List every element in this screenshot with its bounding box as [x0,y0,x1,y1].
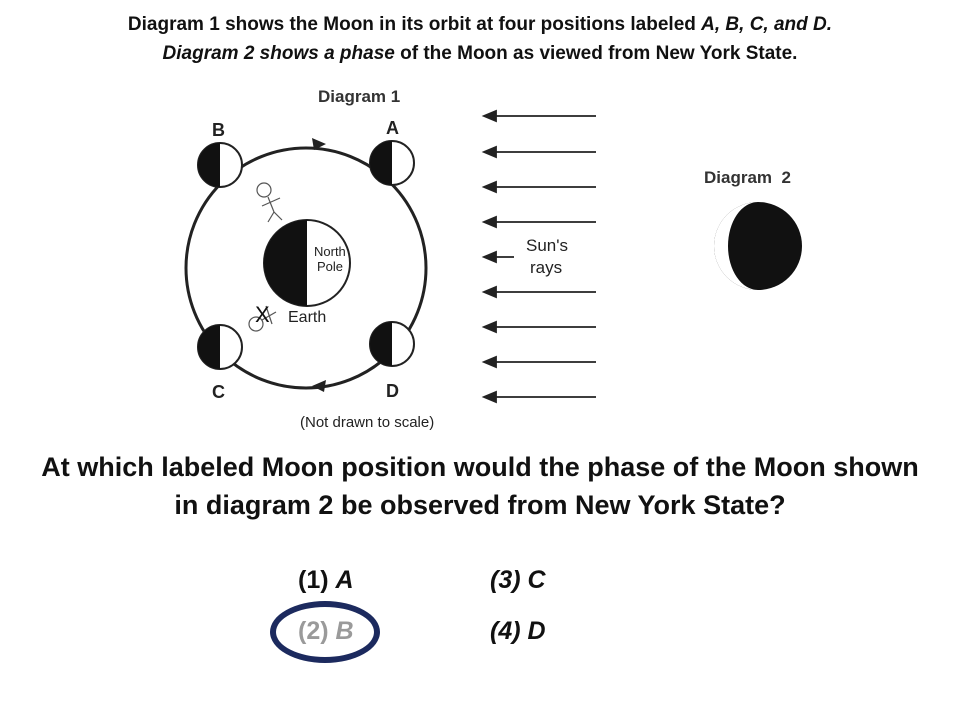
diagram-2-moon-phase [714,202,802,290]
diagram-2-title: Diagram 2 [704,168,791,187]
moon-b [197,142,243,188]
sun-rays-label-2: rays [530,258,562,277]
earth-label: Earth [288,309,326,326]
choice-2[interactable]: (2) B [298,617,354,646]
choice-2-letter: B [335,617,354,645]
moon-label-c: C [212,382,225,402]
moon-label-d: D [386,381,399,401]
choice-3-number: (3) [490,566,528,594]
diagram-1-title: Diagram 1 [318,87,400,106]
answer-highlight-ring [270,601,380,663]
orbit-arrow-bottom [312,380,326,392]
moon-a [369,140,415,186]
intro-line-1: Diagram 1 shows the Moon in its orbit at… [0,10,960,39]
moon-orbit [184,146,428,390]
north-pole-label-1: North [314,244,346,259]
orbit-arrow-top [312,138,326,150]
choice-4[interactable]: (4) D [490,617,546,646]
intro-text: Diagram 1 shows the Moon in its orbit at… [0,10,960,68]
north-pole-label-2: Pole [317,259,343,274]
choice-2-number: (2) [298,617,336,645]
intro-line-2-emphasis: Diagram 2 shows a phase [162,43,395,64]
observer-figure-bottom-icon [248,305,277,332]
earth [263,219,351,307]
choice-4-number: (4) [490,617,528,645]
choice-1[interactable]: (1) A [298,566,354,595]
x-marker: X [255,302,270,327]
choice-4-letter: D [527,617,546,645]
sun-rays-label-1: Sun's [526,236,568,255]
moon-label-b: B [212,120,225,140]
choice-3[interactable]: (3) C [490,566,546,595]
question-line-1: At which labeled Moon position would the… [41,452,919,482]
intro-line-2-text: of the Moon as viewed from New York Stat… [394,43,798,64]
moon-label-a: A [386,118,399,138]
question-text: At which labeled Moon position would the… [0,448,960,524]
choice-1-letter: A [335,566,354,594]
moon-c [197,324,243,370]
choice-1-number: (1) [298,566,336,594]
observer-figure-top-icon [256,182,283,223]
moon-d [369,321,415,367]
question-line-2: in diagram 2 be observed from New York S… [174,490,786,520]
diagram-1: Diagram 1 North Pole Earth X A B C [184,87,802,431]
not-to-scale-note: (Not drawn to scale) [300,414,434,431]
sun-rays [481,109,596,404]
intro-line-1-text: Diagram 1 shows the Moon in its orbit at… [127,14,702,35]
intro-line-1-positions: A, B, C, and D. [701,14,833,35]
choice-3-letter: C [527,566,546,594]
intro-line-2: Diagram 2 shows a phase of the Moon as v… [0,39,960,68]
